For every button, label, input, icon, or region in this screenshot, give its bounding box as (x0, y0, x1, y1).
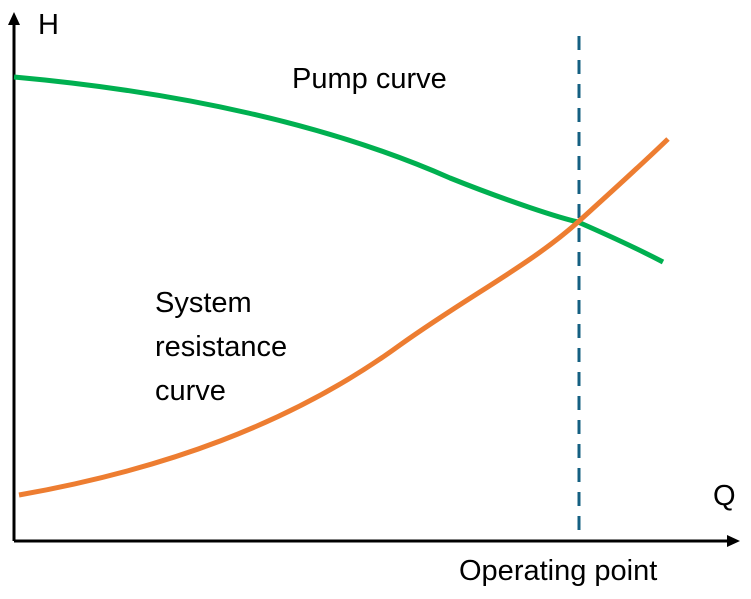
system-curve-label-line1: System (155, 287, 252, 319)
y-axis-arrow-icon (8, 12, 20, 25)
x-axis-arrow-icon (727, 535, 740, 547)
system-curve-label-line3: curve (155, 374, 226, 407)
system-curve-label-line2: resistance (155, 330, 288, 363)
system-resistance-curve (18, 137, 670, 498)
pump-curve-label: Pump curve (292, 63, 447, 95)
operating-point-label: Operating point (459, 555, 658, 587)
system-curve-label: System resistance curve (155, 286, 287, 408)
pump-curve (13, 74, 665, 265)
y-axis-label: H (38, 9, 59, 41)
x-axis-label: Q (713, 480, 736, 512)
